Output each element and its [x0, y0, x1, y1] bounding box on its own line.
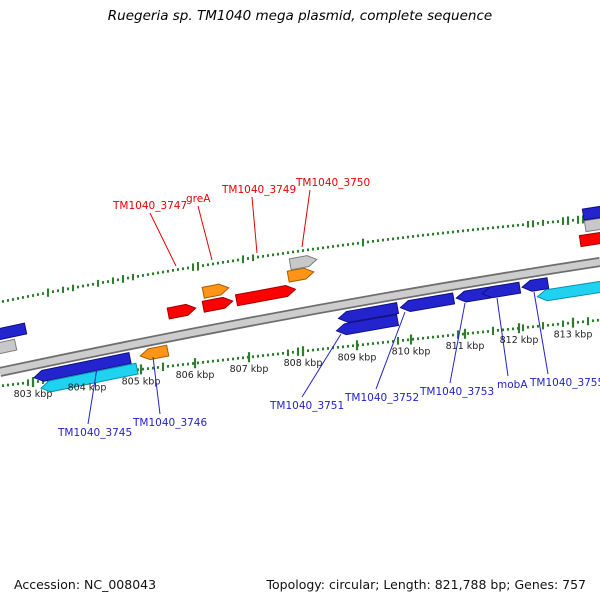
- scale-labels: 803 kbp 804 kbp 805 kbp 806 kbp 807 kbp 808 k…: [14, 330, 593, 400]
- status-bar: Accession: NC_008043 Topology: circular;…: [0, 577, 600, 592]
- gene-features: [0, 204, 600, 393]
- gene-arrow[interactable]: [286, 267, 315, 283]
- scale-label: 803 kbp: [14, 389, 53, 400]
- gene-arrow-TM1040_3749[interactable]: [234, 284, 297, 307]
- gene-label-TM1040_3751[interactable]: TM1040_3751: [269, 400, 344, 412]
- scale-label: 813 kbp: [554, 330, 593, 341]
- gene-arrow-TM1040_3755[interactable]: [521, 277, 550, 293]
- gene-arrow-TM1040_3745[interactable]: [33, 351, 132, 383]
- gene-arrow-TM1040_3751[interactable]: [335, 314, 400, 337]
- scale-label: 809 kbp: [338, 352, 377, 363]
- label-leader-line: [449, 302, 466, 384]
- gene-label-TM1040_3745[interactable]: TM1040_3745: [57, 427, 132, 439]
- gene-arrow-TM1040_3750[interactable]: [288, 254, 318, 271]
- gene-arrow[interactable]: [581, 204, 600, 221]
- gene-arrow[interactable]: [0, 322, 28, 342]
- gene-label-TM1040_3753[interactable]: TM1040_3753: [419, 386, 494, 398]
- gene-arrow[interactable]: [337, 302, 400, 324]
- gene-arrow-TM1040_3752[interactable]: [399, 292, 456, 313]
- sequence-backbone: [0, 257, 600, 377]
- label-leader-line: [375, 311, 406, 390]
- ruler-ticks: [31, 317, 575, 388]
- gene-arrow-TM1040_3746[interactable]: [139, 344, 170, 361]
- gene-arrow[interactable]: [40, 362, 139, 393]
- scale-label: 805 kbp: [122, 376, 161, 387]
- scale-label: 804 kbp: [68, 383, 107, 394]
- gene-arrow[interactable]: [201, 282, 230, 299]
- gene-arrow-mobA[interactable]: [481, 281, 522, 299]
- gene-label-TM1040_3746[interactable]: TM1040_3746: [132, 417, 207, 429]
- gene-arrow[interactable]: [583, 216, 600, 233]
- label-leader-line: [152, 356, 161, 415]
- gene-label-TM1040_3755[interactable]: TM1040_3755: [529, 377, 600, 389]
- label-leader-line: [301, 333, 342, 398]
- gene-label-greA[interactable]: greA: [186, 193, 211, 205]
- gene-label-TM1040_3749[interactable]: TM1040_3749: [221, 184, 296, 196]
- topology-text: Topology: circular; Length: 821,788 bp; …: [266, 577, 587, 592]
- gene-label-TM1040_3750[interactable]: TM1040_3750: [295, 177, 370, 189]
- gene-label-mobA[interactable]: mobA: [497, 379, 528, 391]
- scale-label: 810 kbp: [392, 347, 431, 358]
- gene-arrow[interactable]: [0, 338, 18, 357]
- gene-arrow[interactable]: [536, 279, 600, 302]
- gene-arrow-TM1040_3747[interactable]: [166, 303, 197, 320]
- label-leader-line: [87, 367, 98, 425]
- gene-arrow[interactable]: [578, 230, 600, 248]
- label-leader-line: [251, 196, 258, 254]
- scale-label: 811 kbp: [446, 341, 485, 352]
- gene-label-TM1040_3747[interactable]: TM1040_3747: [112, 200, 187, 212]
- label-leader-line: [197, 205, 213, 261]
- scale-label: 806 kbp: [176, 370, 215, 381]
- label-leader-line: [149, 212, 177, 267]
- scale-label: 807 kbp: [230, 364, 269, 375]
- label-leader-line: [533, 291, 549, 375]
- gene-arrow-greA[interactable]: [201, 296, 234, 313]
- scale-label: 812 kbp: [500, 335, 539, 346]
- page-title: Ruegeria sp. TM1040 mega plasmid, comple…: [107, 8, 493, 24]
- label-leader-line: [301, 189, 311, 248]
- gene-label-TM1040_3752[interactable]: TM1040_3752: [344, 392, 419, 404]
- accession-text: Accession: NC_008043: [14, 577, 157, 592]
- scale-label: 808 kbp: [284, 358, 323, 369]
- label-leader-line: [496, 297, 509, 377]
